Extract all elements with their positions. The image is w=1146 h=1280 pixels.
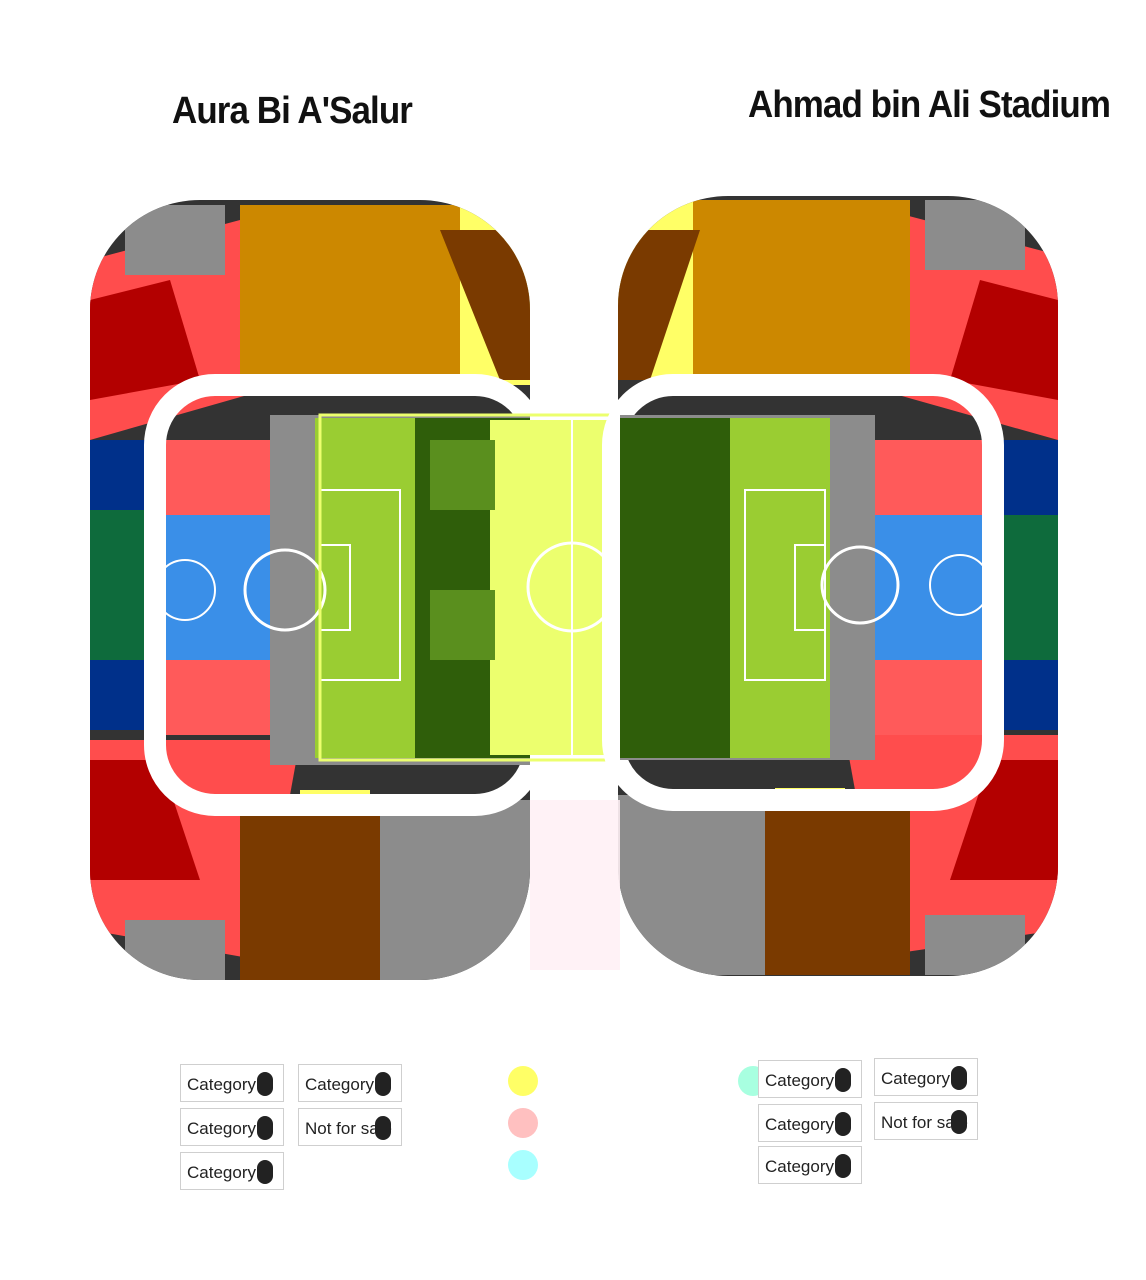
section-corner-grey-sw[interactable] (125, 920, 225, 980)
legend-label: Category 1 (765, 1071, 849, 1090)
section-corner-se-inner[interactable] (950, 760, 1058, 880)
ticket-icon (951, 1066, 967, 1090)
legend-item-category4[interactable]: Category 4 (298, 1064, 402, 1102)
legend-item-not-for-sale-right[interactable]: Not for sale (874, 1102, 978, 1140)
legend-label: Not for sale (881, 1113, 968, 1132)
section-bottom-grey-right[interactable] (618, 795, 765, 975)
circle-marker-left-b (154, 559, 216, 621)
section-top-brown[interactable] (440, 230, 530, 380)
section-corner-sw-inner[interactable] (90, 760, 200, 880)
legend-dot-cyan (508, 1150, 538, 1180)
legend-item-category4-right[interactable]: Category 4 (874, 1058, 978, 1096)
legend-item-category1[interactable]: Category 1 (180, 1064, 284, 1102)
legend-label: Category 3 (187, 1163, 271, 1182)
section-east-red-top[interactable] (870, 440, 990, 515)
circle-marker-right-a (820, 545, 900, 625)
stadium-right (602, 196, 1058, 976)
section-west-red-bottom[interactable] (155, 660, 275, 735)
legend-label: Category 1 (187, 1075, 271, 1094)
pitch-right-stripe (620, 418, 730, 758)
section-bottom-brown-right[interactable] (765, 795, 910, 975)
ticket-icon (257, 1116, 273, 1140)
ticket-icon (835, 1112, 851, 1136)
legend-item-category2-right[interactable]: Category 2 (758, 1104, 862, 1142)
center-pitch-stripe-a (430, 440, 495, 510)
circle-marker-left-a (243, 548, 327, 632)
legend-dot-yellow (508, 1066, 538, 1096)
section-corner-grey-nw[interactable] (125, 205, 225, 275)
stadium-title-left: Aura Bi A'Salur (172, 90, 413, 132)
section-corner-grey-se[interactable] (925, 915, 1025, 975)
section-bottom-grey[interactable] (380, 800, 530, 980)
center-bottom-area (530, 800, 620, 970)
ticket-icon (951, 1110, 967, 1134)
legend-label: Category 2 (187, 1119, 271, 1138)
legend-item-category2[interactable]: Category 2 (180, 1108, 284, 1146)
ticket-icon (375, 1072, 391, 1096)
legend-item-category3-right[interactable]: Category 3 (758, 1146, 862, 1184)
section-top-amber-right[interactable] (690, 200, 910, 380)
ticket-icon (375, 1116, 391, 1140)
legend-item-category3[interactable]: Category 3 (180, 1152, 284, 1190)
circle-marker-right-b (929, 554, 991, 616)
section-top-amber[interactable] (240, 205, 460, 385)
stadium-seating-map (90, 196, 1058, 980)
center-pitch-stripe-b (430, 590, 495, 660)
section-bottom-brown[interactable] (240, 800, 380, 980)
legend-item-not-for-sale[interactable]: Not for sale (298, 1108, 402, 1146)
legend-dot-pink (508, 1108, 538, 1138)
goal-box-right (794, 544, 826, 631)
legend-label: Category 2 (765, 1115, 849, 1134)
section-corner-nw-inner[interactable] (90, 280, 200, 400)
ticket-icon (257, 1160, 273, 1184)
section-west-red-top[interactable] (155, 440, 275, 515)
ticket-icon (835, 1068, 851, 1092)
legend-label: Category 4 (305, 1075, 389, 1094)
section-corner-grey-ne[interactable] (925, 200, 1025, 270)
concourse-right (602, 374, 1004, 811)
legend-item-category1-right[interactable]: Category 1 (758, 1060, 862, 1098)
ticket-icon (257, 1072, 273, 1096)
legend-label: Category 4 (881, 1069, 965, 1088)
section-corner-ne-inner[interactable] (950, 280, 1058, 400)
legend-label: Category 3 (765, 1157, 849, 1176)
section-east-red-bottom[interactable] (870, 660, 990, 735)
stadium-title-right: Ahmad bin Ali Stadium (748, 84, 1111, 126)
ticket-icon (835, 1154, 851, 1178)
section-top-brown-right[interactable] (618, 230, 700, 380)
legend-label: Not for sale (305, 1119, 392, 1138)
